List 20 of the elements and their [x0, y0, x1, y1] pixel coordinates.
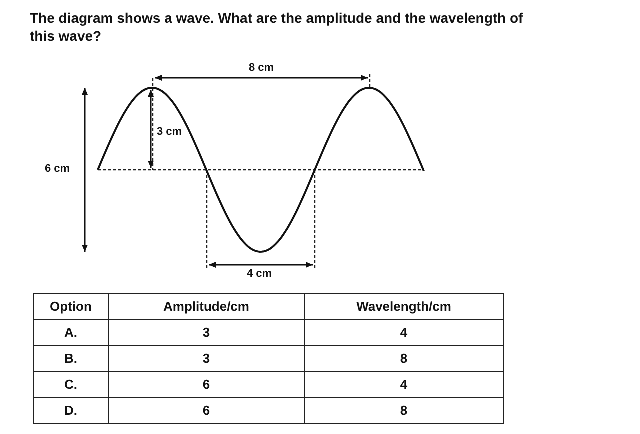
table-cell: A. [34, 320, 108, 346]
table-cell: D. [34, 398, 108, 424]
table-cell: 8 [304, 346, 504, 372]
column-header: Wavelength/cm [304, 294, 504, 320]
dimension-label: 4 cm [246, 268, 274, 280]
dimension-label: 6 cm [44, 163, 72, 175]
table-cell: 8 [304, 398, 504, 424]
dimension-label: 3 cm [156, 126, 184, 138]
table-cell: 6 [108, 372, 304, 398]
table-cell: C. [34, 372, 108, 398]
dimension-label: 8 cm [248, 62, 276, 74]
table-cell: 6 [108, 398, 304, 424]
table-cell: 3 [108, 320, 304, 346]
table-cell: B. [34, 346, 108, 372]
table-cell: 4 [304, 320, 504, 346]
question-text: The diagram shows a wave. What are the amplitude and the wavelength of this wave? [30, 9, 524, 45]
table-cell: 3 [108, 346, 304, 372]
table-cell: 4 [304, 372, 504, 398]
column-header: Amplitude/cm [108, 294, 304, 320]
column-header: Option [34, 294, 108, 320]
